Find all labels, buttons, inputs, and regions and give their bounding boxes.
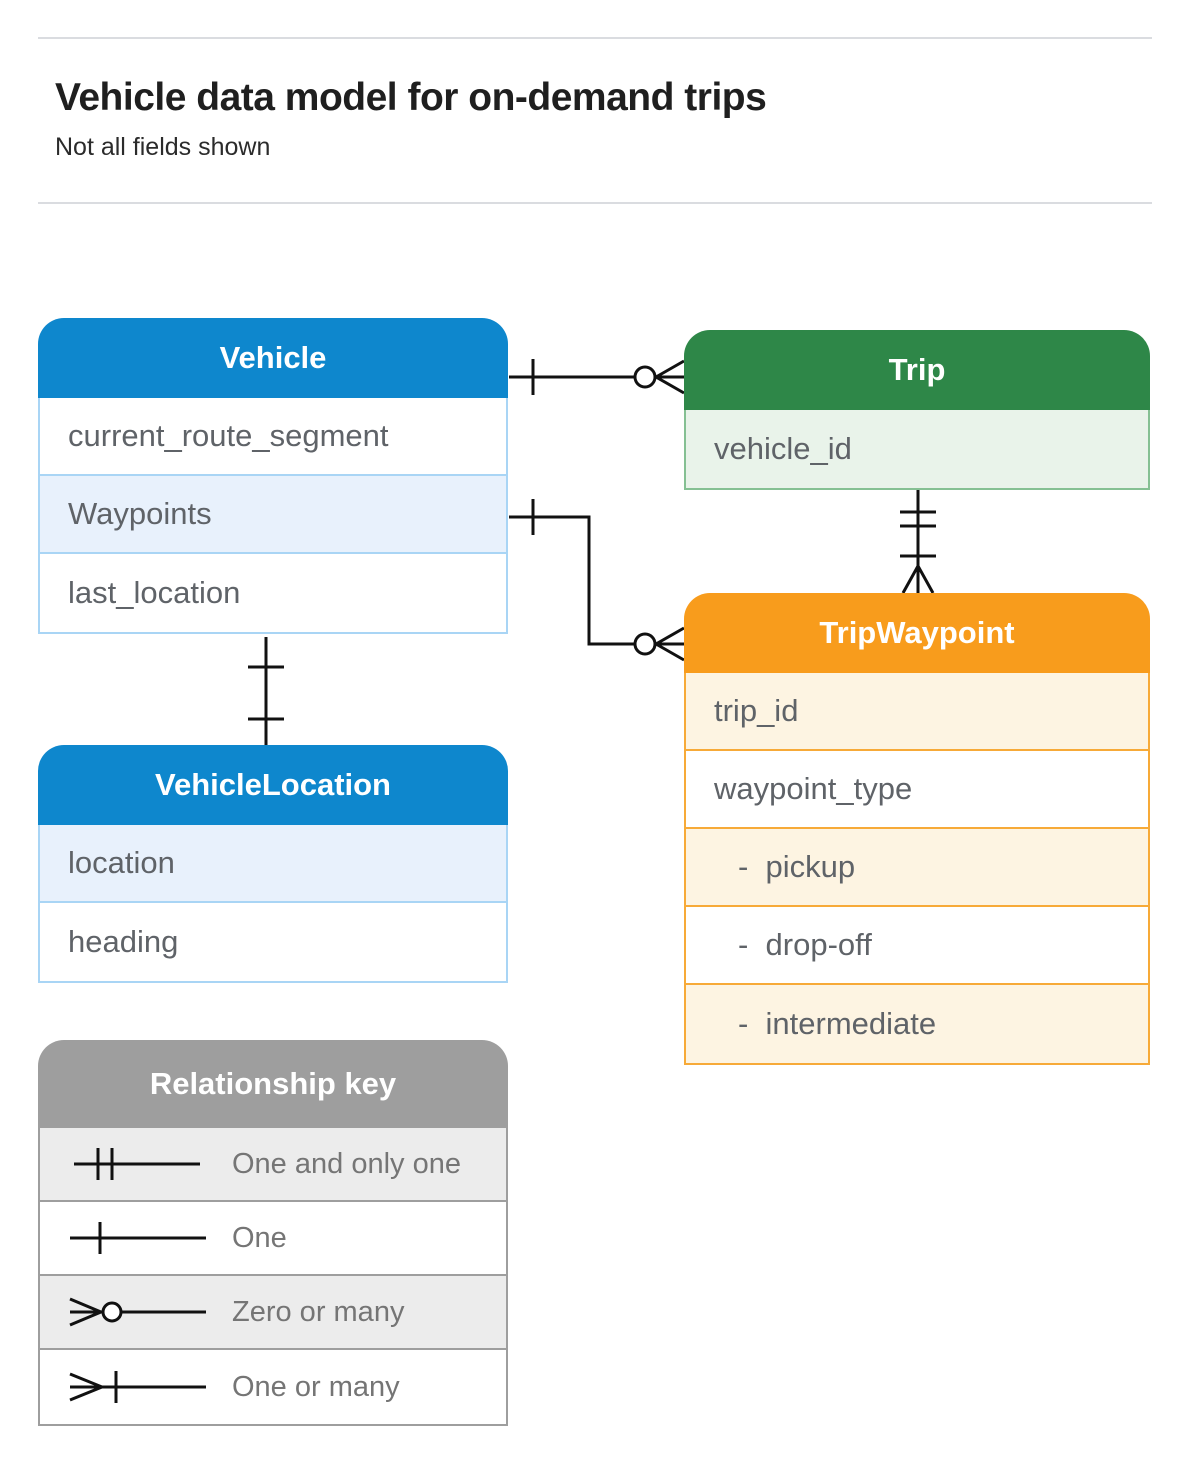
one-and-only-one-symbol	[54, 1142, 232, 1186]
legend-row-one-or-many: One or many	[40, 1350, 506, 1424]
relationship-key: Relationship key One and only one	[38, 1040, 508, 1426]
legend-label: One or many	[232, 1370, 400, 1403]
tripwaypoint-value-pickup: - pickup	[686, 829, 1148, 907]
tripwaypoint-field-waypoint-type: waypoint_type	[686, 751, 1148, 829]
zero-or-many-symbol	[54, 1290, 232, 1334]
vehicle-table-title: Vehicle	[38, 318, 508, 398]
vehicle-field-waypoints: Waypoints	[40, 476, 506, 554]
vehicle-field-current-route-segment: current_route_segment	[40, 398, 506, 476]
vehiclelocation-field-location: location	[40, 825, 506, 903]
vehiclelocation-field-heading: heading	[40, 903, 506, 981]
top-divider	[38, 37, 1152, 39]
connector-waypoints-tripwaypoint	[509, 499, 685, 662]
page-title: Vehicle data model for on-demand trips	[55, 76, 767, 119]
tripwaypoint-table: TripWaypoint trip_id waypoint_type - pic…	[684, 593, 1150, 1065]
legend-label: One	[232, 1221, 287, 1254]
tripwaypoint-value-intermediate: - intermediate	[686, 985, 1148, 1063]
trip-field-vehicle-id: vehicle_id	[686, 410, 1148, 488]
legend-row-one: One	[40, 1202, 506, 1276]
vehicle-table: Vehicle current_route_segment Waypoints …	[38, 318, 508, 634]
legend-row-zero-or-many: Zero or many	[40, 1276, 506, 1350]
vehiclelocation-table-title: VehicleLocation	[38, 745, 508, 825]
header-divider	[38, 202, 1152, 204]
one-or-many-symbol	[54, 1365, 232, 1409]
relationship-key-title: Relationship key	[38, 1040, 508, 1128]
trip-table-title: Trip	[684, 330, 1150, 410]
tripwaypoint-field-trip-id: trip_id	[686, 673, 1148, 751]
connector-trip-tripwaypoint	[900, 490, 936, 594]
tripwaypoint-table-title: TripWaypoint	[684, 593, 1150, 673]
legend-label: Zero or many	[232, 1295, 405, 1328]
tripwaypoint-value-drop-off: - drop-off	[686, 907, 1148, 985]
one-symbol	[54, 1216, 232, 1260]
vehicle-field-last-location: last_location	[40, 554, 506, 632]
legend-row-one-and-only-one: One and only one	[40, 1128, 506, 1202]
page-subtitle: Not all fields shown	[55, 133, 271, 161]
trip-table: Trip vehicle_id	[684, 330, 1150, 490]
connector-vehicle-vehiclelocation	[248, 637, 284, 745]
legend-label: One and only one	[232, 1147, 461, 1180]
connector-vehicle-trip	[509, 359, 685, 395]
vehiclelocation-table: VehicleLocation location heading	[38, 745, 508, 983]
